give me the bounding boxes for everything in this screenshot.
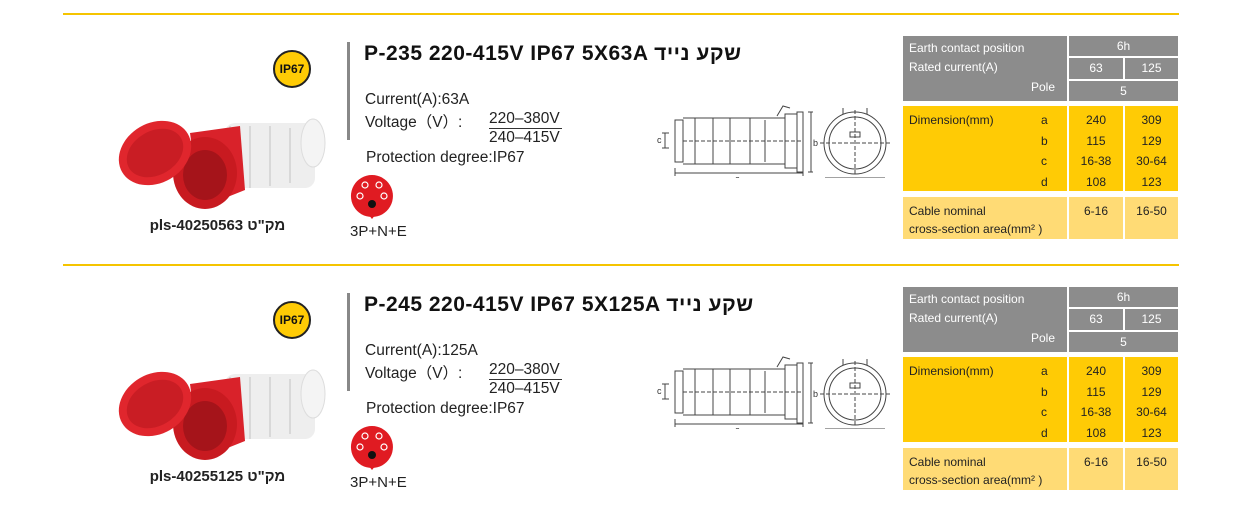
dimension-key: c	[1041, 405, 1047, 419]
dimension-value-63: 240	[1085, 364, 1107, 378]
dimension-value-125: 129	[1141, 133, 1162, 148]
dimension-key: a	[1041, 364, 1048, 378]
protection-spec: Protection degree:IP67	[366, 149, 525, 166]
rated-current-63: 63	[1069, 58, 1123, 79]
dimension-value-125: 123	[1141, 425, 1162, 440]
dimension-value-63: 115	[1086, 133, 1106, 148]
cable-value-125: 16-50	[1125, 197, 1178, 239]
dim-label-b: b	[813, 138, 818, 148]
product-title: P-235 220-415V IP67 5X63A שקע נייד	[364, 42, 742, 65]
divider-line	[63, 13, 1179, 15]
cable-value-63: 6-16	[1069, 448, 1123, 490]
cable-value-63: 6-16	[1069, 197, 1123, 239]
voltage-label: Voltage（V）:	[365, 114, 463, 131]
dimension-value-63: 108	[1085, 174, 1107, 189]
rated-current-125: 125	[1125, 309, 1178, 330]
cable-value-125: 16-50	[1125, 448, 1178, 490]
product-section: IP67 pls-40255125 מק"ט P-245 220-415V IP…	[0, 264, 1236, 515]
dimension-key: d	[1041, 425, 1048, 440]
cable-label-line1: Cable nominal	[909, 455, 986, 469]
pin-layout-icon	[350, 426, 393, 470]
product-photo	[118, 118, 326, 209]
dim-label-d: d	[852, 176, 857, 178]
product-title: P-245 220-415V IP67 5X125A שקע נייד	[364, 293, 754, 316]
dimension-key: b	[1041, 384, 1048, 399]
pin-layout-icon	[350, 175, 393, 219]
earth-contact-label: Earth contact position	[909, 292, 1025, 306]
dim-label-c: c	[657, 386, 662, 396]
earth-contact-value: 6h	[1069, 36, 1178, 56]
dimension-key: d	[1041, 174, 1048, 189]
dimension-drawing: a b c d	[657, 105, 890, 178]
earth-contact-value: 6h	[1069, 287, 1178, 307]
product-code: pls-40255125 מק"ט	[149, 468, 286, 485]
voltage-label: Voltage（V）:	[365, 365, 463, 382]
dimension-value-125: 30-64	[1136, 154, 1167, 168]
voltage-bottom: 240–415V	[489, 129, 560, 146]
voltage-bottom: 240–415V	[489, 380, 560, 397]
ip-rating-badge: IP67	[273, 50, 311, 88]
pole-label: Pole	[1031, 331, 1056, 345]
dim-label-a: a	[735, 174, 740, 178]
dim-label-b: b	[813, 389, 818, 399]
dim-label-c: c	[657, 135, 662, 145]
rated-current-125: 125	[1125, 58, 1178, 79]
product-section: IP67 pls-40250563 מק"ט P-235 220-415V IP…	[0, 13, 1236, 264]
dimension-key: c	[1041, 154, 1047, 168]
dimension-drawing: a b c d	[657, 356, 890, 429]
dimension-value-125: 123	[1141, 174, 1162, 189]
voltage-top: 220–380V	[489, 110, 562, 129]
cable-label-line1: Cable nominal	[909, 204, 986, 218]
pole-value: 5	[1069, 81, 1178, 101]
rated-current-63: 63	[1069, 309, 1123, 330]
dimension-value-63: 16-38	[1080, 405, 1112, 419]
dimension-value-125: 309	[1141, 113, 1162, 127]
dim-label-a: a	[735, 425, 740, 429]
pole-label: Pole	[1031, 80, 1056, 94]
divider-line	[63, 264, 1179, 266]
voltage-top: 220–380V	[489, 361, 562, 380]
cable-label-line2: cross-section area(mm² )	[909, 222, 1043, 236]
pole-config: 3P+N+E	[350, 474, 407, 491]
ip-rating-badge: IP67	[273, 301, 311, 339]
dimension-label: Dimension(mm)	[909, 113, 994, 127]
earth-contact-label: Earth contact position	[909, 41, 1025, 55]
title-accent-bar	[347, 293, 350, 391]
rated-current-label: Rated current(A)	[909, 311, 998, 325]
dimension-value-63: 108	[1085, 425, 1107, 440]
dimension-value-63: 115	[1086, 384, 1106, 399]
current-spec: Current(A):63A	[365, 91, 470, 108]
product-code: pls-40250563 מק"ט	[149, 217, 286, 234]
dim-label-d: d	[852, 427, 857, 429]
product-photo	[118, 369, 326, 460]
protection-spec: Protection degree:IP67	[366, 400, 525, 417]
pole-value: 5	[1069, 332, 1178, 352]
dimension-value-63: 240	[1085, 113, 1107, 127]
dimension-label: Dimension(mm)	[909, 364, 994, 378]
dimension-key: a	[1041, 113, 1048, 127]
dimension-value-63: 16-38	[1080, 154, 1112, 168]
dimension-value-125: 129	[1141, 384, 1162, 399]
cable-label-line2: cross-section area(mm² )	[909, 473, 1043, 487]
pole-config: 3P+N+E	[350, 223, 407, 240]
title-accent-bar	[347, 42, 350, 140]
rated-current-label: Rated current(A)	[909, 60, 998, 74]
current-spec: Current(A):125A	[365, 342, 478, 359]
dimension-value-125: 309	[1141, 364, 1162, 378]
dimension-key: b	[1041, 133, 1048, 148]
dimension-value-125: 30-64	[1136, 405, 1167, 419]
